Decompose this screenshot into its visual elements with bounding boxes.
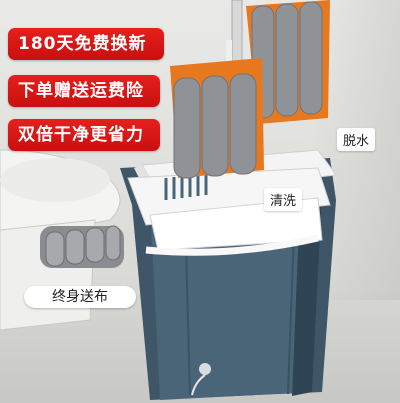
- freight-insurance-badge: 下单赠送运费险: [8, 75, 160, 107]
- pads-icon: [40, 225, 124, 268]
- efficiency-badge: 双倍干净更省力: [8, 119, 160, 151]
- lifetime-pads-label: 终身送布: [24, 286, 136, 308]
- wash-label: 清洗: [264, 188, 303, 211]
- warranty-badge: 180天免费换新: [8, 28, 164, 60]
- bucket-icon: [120, 149, 337, 400]
- mop-icon: [170, 0, 330, 179]
- spin-dry-label: 脱水: [337, 128, 376, 151]
